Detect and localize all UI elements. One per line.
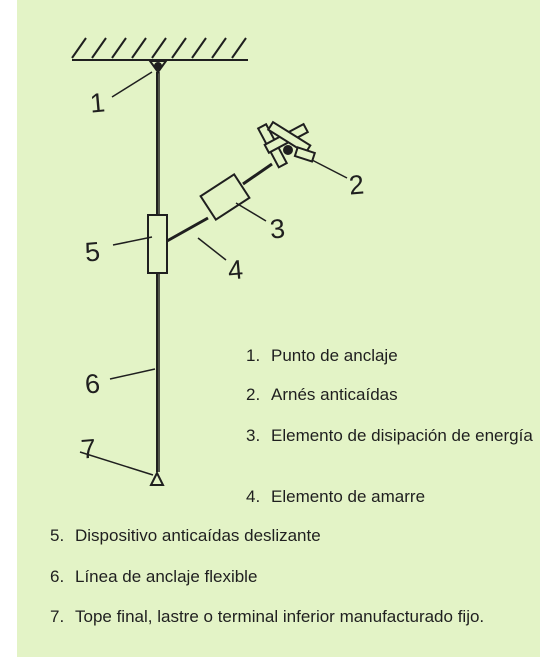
legend-text: Elemento de disipación de energía bbox=[271, 426, 533, 445]
figure-panel bbox=[17, 0, 540, 657]
sliding-fall-arrester-icon bbox=[147, 214, 168, 274]
legend-text: Tope final, lastre o terminal inferior m… bbox=[75, 607, 485, 626]
harness-connector-line bbox=[242, 162, 273, 186]
legend-item-7: 7. Tope final, lastre o terminal inferio… bbox=[50, 606, 535, 628]
flexible-anchor-line bbox=[156, 72, 160, 472]
legend-number: 3. bbox=[246, 426, 261, 445]
legend-item-5: 5. Dispositivo anticaídas deslizante bbox=[50, 525, 520, 547]
harness-icon bbox=[256, 120, 317, 169]
energy-absorber-icon bbox=[199, 172, 251, 222]
callout-2: 2 bbox=[347, 169, 366, 201]
legend-text: Punto de anclaje bbox=[271, 346, 398, 365]
legend-number: 2. bbox=[246, 385, 261, 404]
legend-number: 1. bbox=[246, 346, 261, 365]
legend-item-4: 4. Elemento de amarre bbox=[246, 486, 526, 508]
legend-number: 4. bbox=[246, 487, 261, 506]
callout-5: 5 bbox=[83, 236, 102, 268]
callout-leader-lines bbox=[79, 71, 348, 476]
end-stop-icon bbox=[149, 470, 165, 486]
legend-item-3: 3. Elemento de disipación de energía bbox=[246, 425, 536, 447]
legend-number: 6. bbox=[50, 567, 65, 586]
legend-item-2: 2. Arnés anticaídas bbox=[246, 384, 526, 406]
legend-number: 5. bbox=[50, 526, 65, 545]
legend-item-1: 1. Punto de anclaje bbox=[246, 345, 526, 367]
anchor-point-icon bbox=[148, 60, 168, 74]
lanyard-line bbox=[166, 216, 209, 243]
callout-4: 4 bbox=[226, 254, 245, 286]
ceiling-anchor-surface bbox=[71, 37, 248, 61]
callout-3: 3 bbox=[268, 213, 287, 245]
legend-item-6: 6. Línea de anclaje flexible bbox=[50, 566, 520, 588]
legend-text: Elemento de amarre bbox=[271, 487, 426, 506]
legend-text: Línea de anclaje flexible bbox=[75, 567, 258, 586]
callout-6: 6 bbox=[83, 368, 102, 400]
legend-number: 7. bbox=[50, 607, 65, 626]
callout-7: 7 bbox=[79, 433, 98, 465]
callout-1: 1 bbox=[88, 87, 107, 119]
legend-text: Dispositivo anticaídas deslizante bbox=[75, 526, 321, 545]
legend-text: Arnés anticaídas bbox=[271, 385, 398, 404]
